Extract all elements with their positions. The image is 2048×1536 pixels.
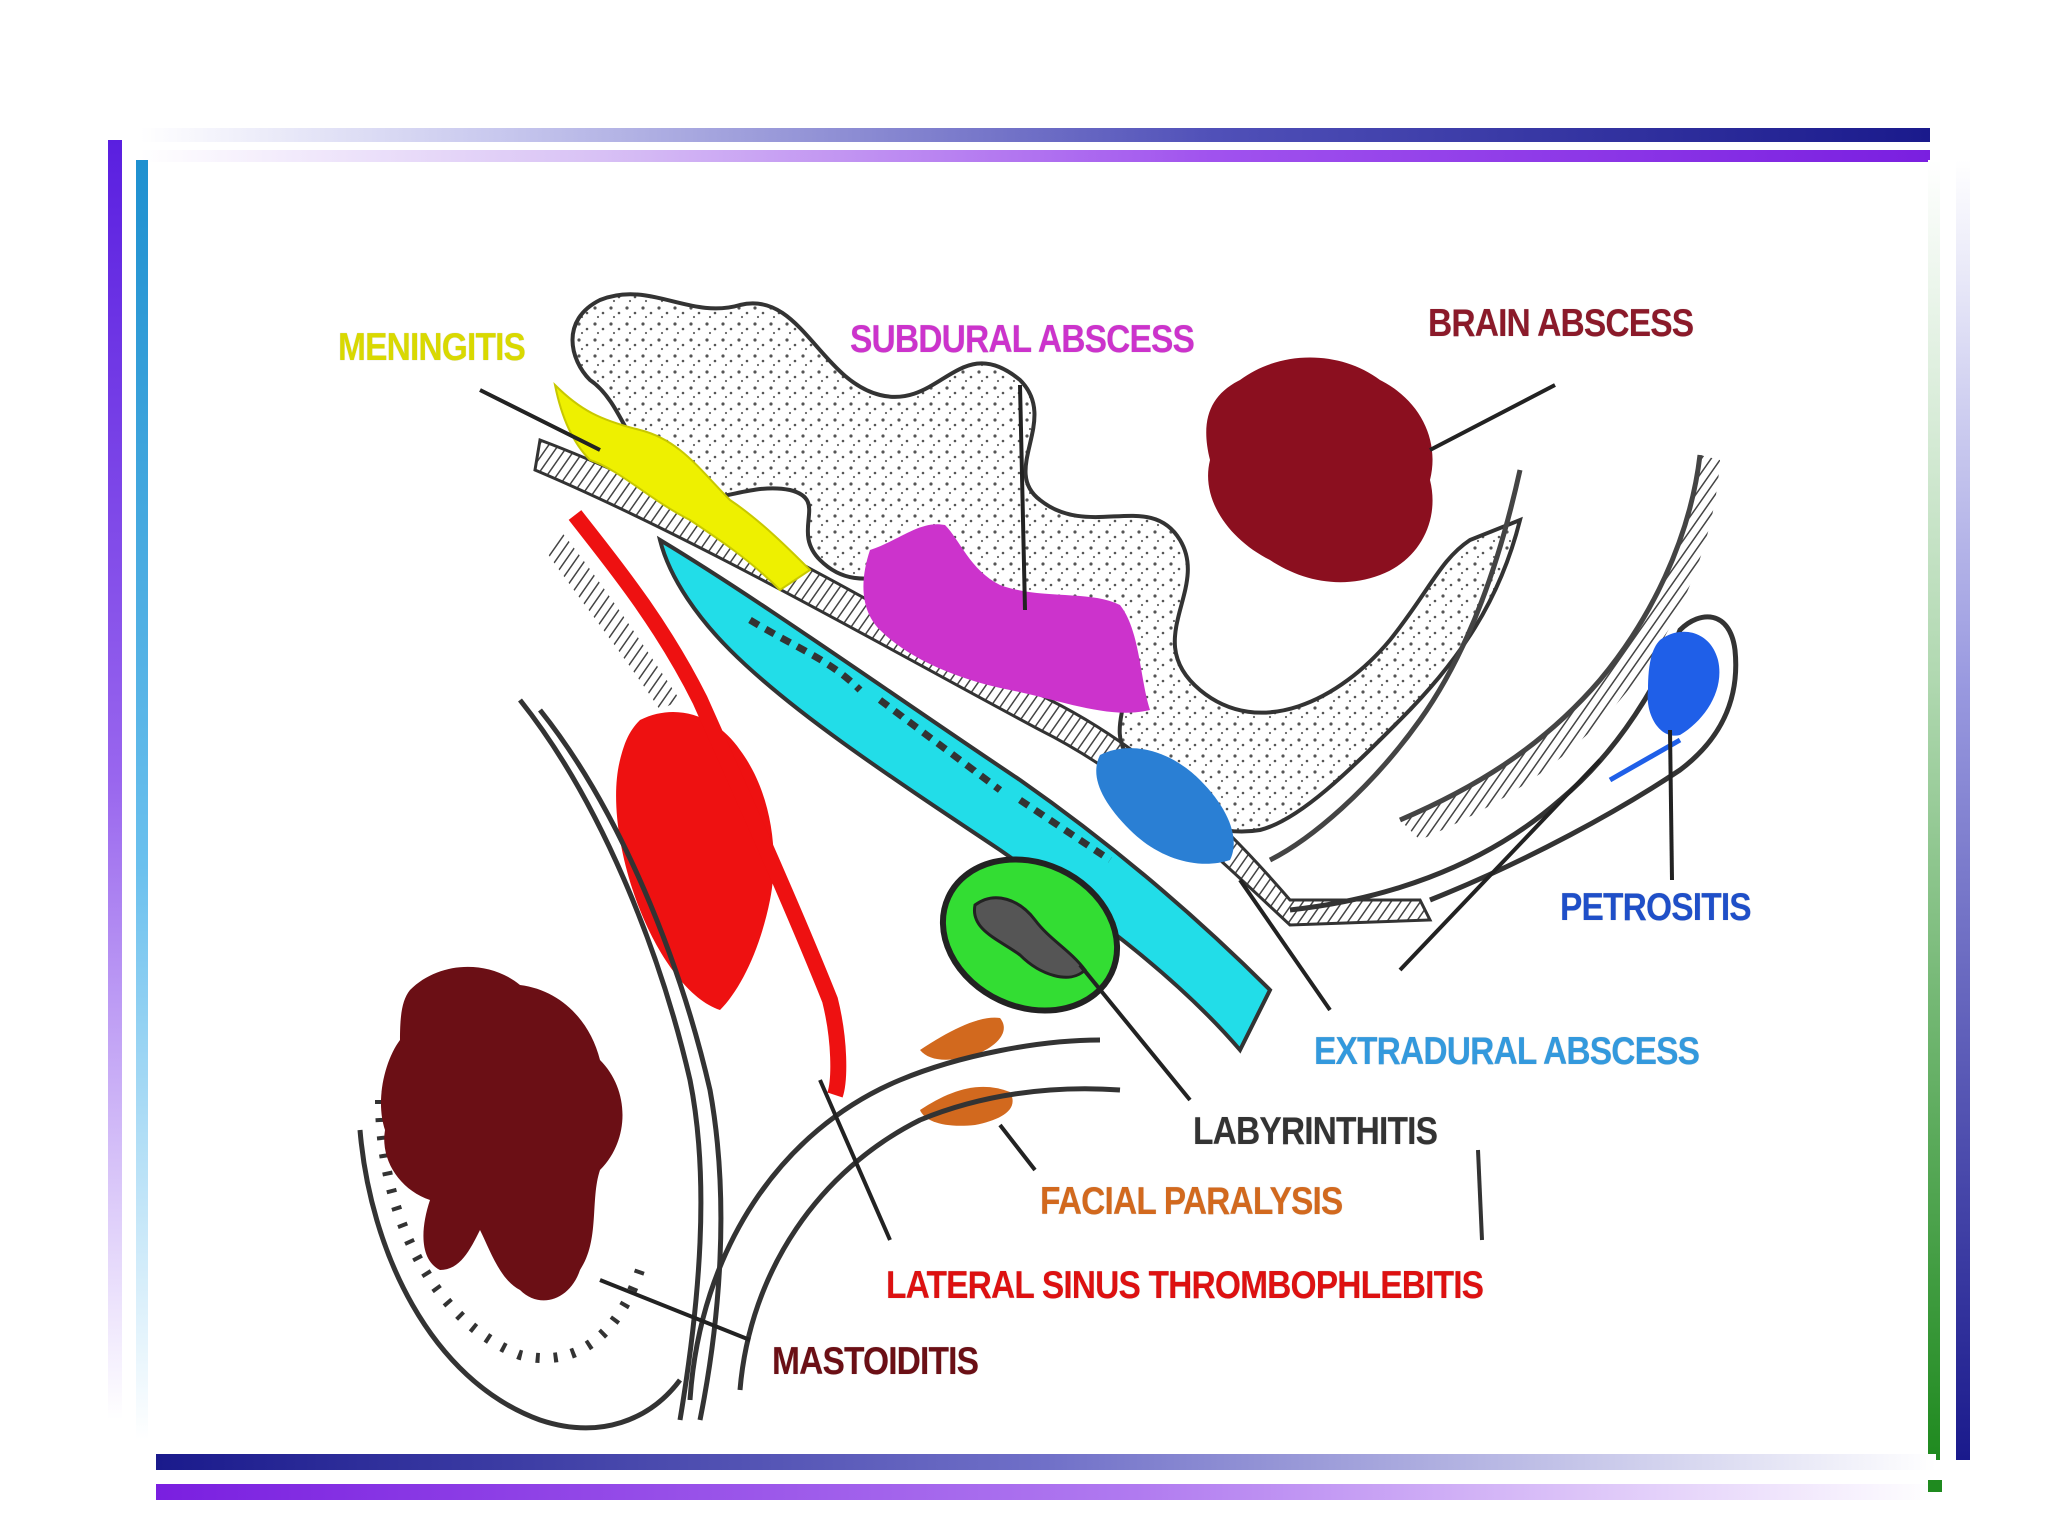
subdural-abscess-label: SUBDURAL ABSCESS [850, 318, 1195, 361]
brain-abscess-region [1206, 357, 1433, 583]
labyrinthitis-label: LABYRINTHITIS [1193, 1110, 1438, 1153]
extradural-abscess-region [1096, 748, 1234, 864]
facial-paralysis-label: FACIAL PARALYSIS [1040, 1180, 1343, 1223]
extradural-abscess-leader-2 [1238, 878, 1332, 1012]
petrositis-region [1647, 631, 1720, 736]
facial-nerve-upper [920, 1017, 1004, 1060]
frame-bottom-bar [156, 1454, 1936, 1470]
extradural-abscess-leader [1398, 758, 1602, 972]
vertical-tick [1476, 1149, 1484, 1241]
extradural-space [656, 535, 1273, 1054]
frame-corner-square [1928, 1480, 1942, 1492]
frame-right-bar [1956, 160, 1970, 1460]
ear-canal-curve [687, 1037, 1101, 1401]
frame-left-bar-2 [136, 160, 148, 1440]
meningitis-label: MENINGITIS [338, 326, 526, 369]
lateral-sinus-thrombophlebitis-label: LATERAL SINUS THROMBOPHLEBITIS [886, 1264, 1484, 1307]
petrous-ridge [1289, 614, 1739, 913]
mastoiditis-label: MASTOIDITIS [772, 1340, 979, 1383]
frame-top-bar [140, 128, 1930, 142]
labyrinthitis-leader [1078, 963, 1192, 1102]
mastoiditis-leader [599, 1278, 751, 1342]
mastoiditis-region [380, 966, 623, 1301]
skull-inner-edge [1268, 469, 1523, 863]
lateral-sinus-leader [818, 1079, 892, 1241]
subdural-abscess-region [863, 524, 1150, 713]
facial-paralysis-leader [998, 1123, 1037, 1172]
mastoid-contour-outer [518, 698, 704, 1421]
meningitis-region [553, 381, 812, 592]
mastoid-contour-inner [538, 708, 724, 1421]
meningitis-leader [479, 388, 601, 452]
brain-abscess-label: BRAIN ABSCESS [1428, 302, 1694, 345]
extradural-bone-fragments [748, 616, 1112, 863]
frame-top-bar-2 [140, 150, 1930, 162]
petrositis-leader [1668, 729, 1674, 881]
frame-bottom-bar-2 [156, 1484, 1936, 1500]
ear-canal-curve-2 [737, 1086, 1121, 1391]
extradural-abscess-label: EXTRADURAL ABSCESS [1314, 1030, 1700, 1073]
petrositis-label: PETROSITIS [1560, 886, 1752, 929]
frame-left-bar [108, 140, 122, 1420]
sinus-hatching [545, 530, 680, 710]
subdural-abscess-leader [1018, 384, 1027, 611]
frame-right-bar-2 [1928, 160, 1940, 1460]
brain-tissue [570, 292, 1523, 834]
mastoid-tip-outline [357, 1129, 682, 1431]
lateral-sinus-region [616, 711, 774, 1010]
lateral-sinus-stripe [568, 510, 847, 1098]
brain-abscess-leader [1429, 383, 1556, 452]
